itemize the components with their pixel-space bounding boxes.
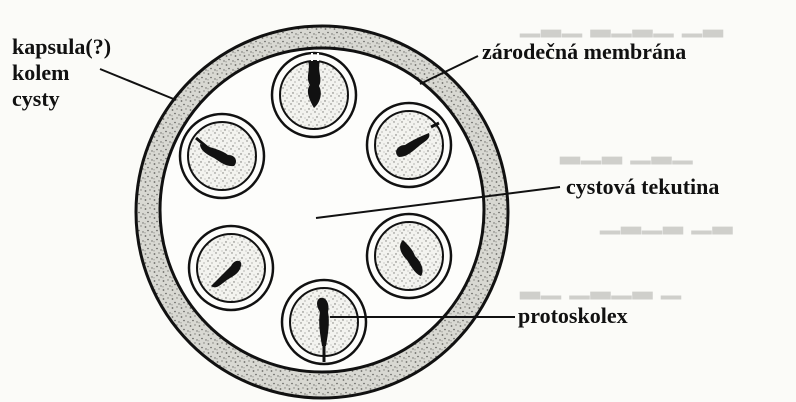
brood-capsule <box>367 214 451 298</box>
brood-capsule <box>180 114 264 198</box>
label-capsule-line-3: cysty <box>12 86 111 112</box>
label-protoscolex: protoskolex <box>518 303 628 329</box>
brood-capsule <box>189 226 273 310</box>
brood-capsule <box>282 280 366 364</box>
label-capsule: kapsula(?) kolem cysty <box>12 34 111 112</box>
label-cyst-fluid: cystová tekutina <box>566 174 719 200</box>
label-capsule-line-1: kapsula(?) <box>12 34 111 60</box>
brood-capsule <box>367 103 451 187</box>
brood-capsule <box>272 53 356 137</box>
label-capsule-line-2: kolem <box>12 60 111 86</box>
leader-capsule <box>100 69 176 100</box>
label-germinal-membrane: zárodečná membrána <box>482 39 686 65</box>
